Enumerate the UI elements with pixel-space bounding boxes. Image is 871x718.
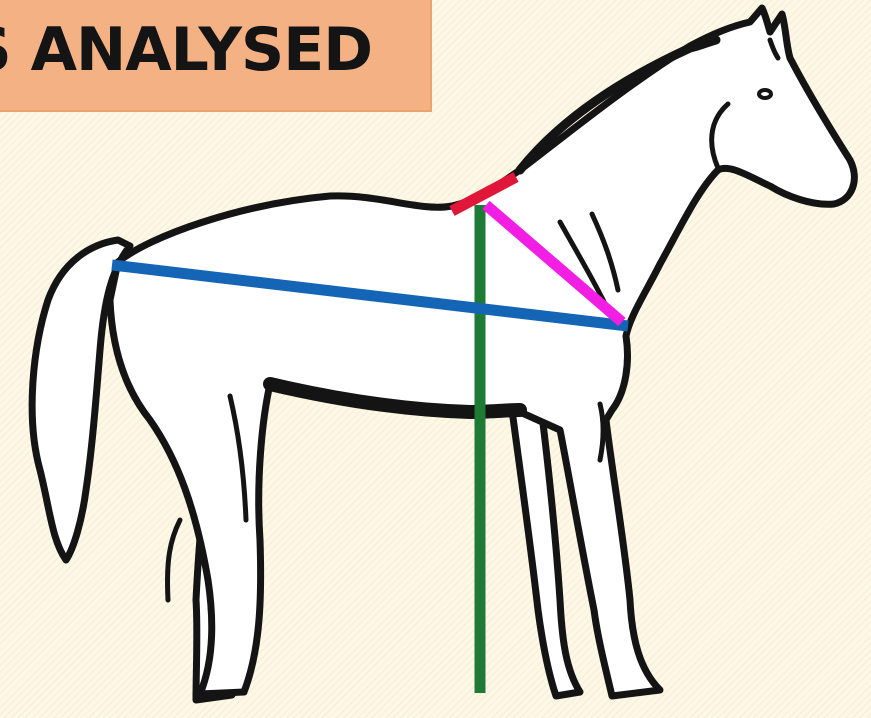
horse-eye [759,90,771,98]
horse-outline [32,8,854,700]
horse-hock [168,520,181,600]
